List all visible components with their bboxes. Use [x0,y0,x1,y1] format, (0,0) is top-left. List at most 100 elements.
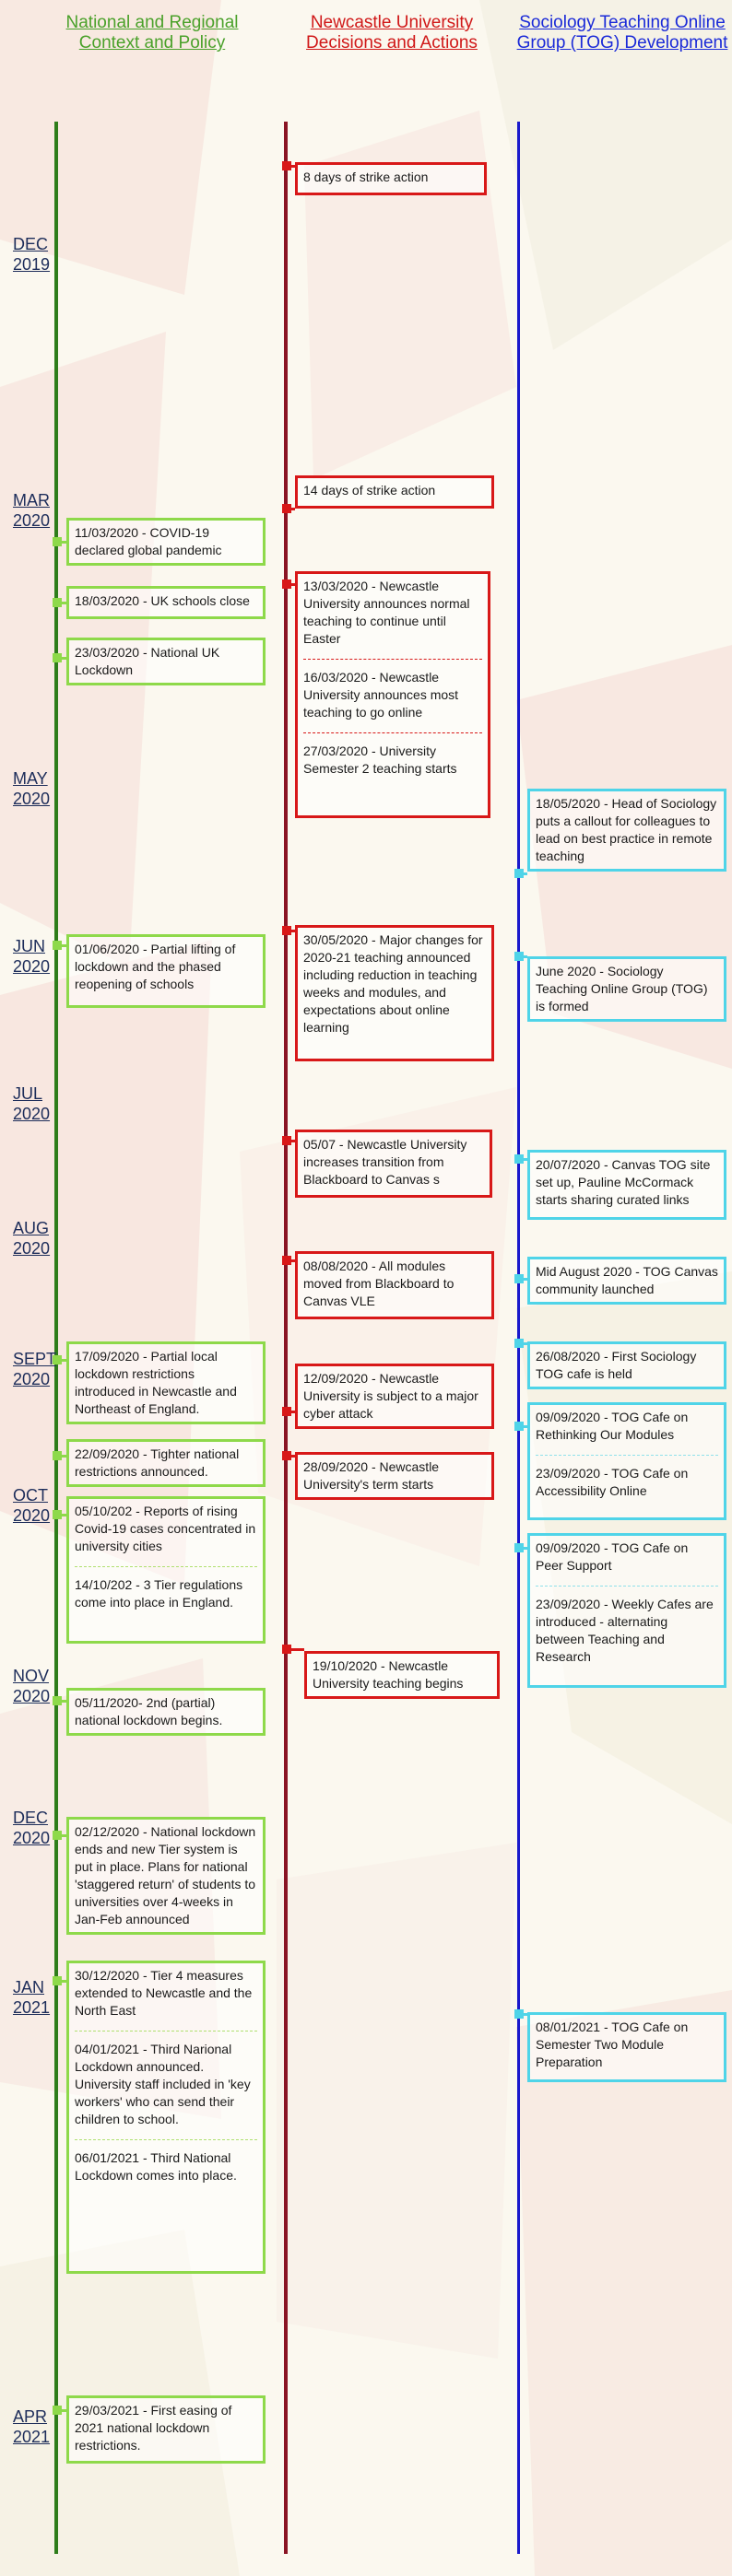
national-marker [53,2406,62,2415]
national-event-box: 18/03/2020 - UK schools close [66,586,266,619]
tog-marker [514,1422,524,1431]
event-divider [303,659,482,660]
tog-event-box: 08/01/2021 - TOG Cafe on Semester Two Mo… [527,2012,726,2082]
tog-event-text: 26/08/2020 - First Sociology TOG cafe is… [536,1349,697,1381]
newcastle-marker [282,1407,291,1416]
national-event-box: 17/09/2020 - Partial local lockdown rest… [66,1341,266,1424]
month-name: JAN [13,1978,45,1996]
month-name: OCT [13,1486,48,1505]
month-year: 2020 [13,957,51,976]
event-divider [75,2031,257,2032]
tog-marker [514,869,524,878]
month-name: DEC [13,1809,49,1827]
tog-event-box: 18/05/2020 - Head of Sociology puts a ca… [527,789,726,872]
tog-marker [514,1154,524,1164]
national-timeline-line [54,122,58,2554]
national-marker [53,1510,62,1519]
newcastle-event-box: 13/03/2020 - Newcastle University announ… [295,571,490,818]
newcastle-marker [282,1645,291,1654]
tog-event-box: Mid August 2020 - TOG Canvas community l… [527,1257,726,1305]
newcastle-event-text: 27/03/2020 - University Semester 2 teach… [303,744,457,776]
national-event-text: 05/10/202 - Reports of rising Covid-19 c… [75,1504,256,1553]
newcastle-marker [282,504,291,513]
newcastle-event-text: 13/03/2020 - Newcastle University announ… [303,579,470,646]
national-event-text: 11/03/2020 - COVID-19 declared global pa… [75,525,222,557]
national-event-text: 04/01/2021 - Third Narional Lockdown ann… [75,2042,251,2126]
tog-marker [514,952,524,961]
month-name: AUG [13,1219,50,1237]
tog-event-box: June 2020 - Sociology Teaching Online Gr… [527,956,726,1022]
tog-event-box: 20/07/2020 - Canvas TOG site set up, Pau… [527,1150,726,1220]
national-event-box: 05/11/2020- 2nd (partial) national lockd… [66,1688,266,1736]
month-year: 2021 [13,1998,51,2017]
national-event-text: 23/03/2020 - National UK Lockdown [75,645,220,677]
tog-marker [514,1543,524,1552]
national-event-box: 23/03/2020 - National UK Lockdown [66,638,266,685]
event-divider [75,2139,257,2140]
month-year: 2020 [13,1829,51,1847]
month-label: JAN 2021 [13,1977,50,2018]
newcastle-column-title: Newcastle University Decisions and Actio… [306,13,478,53]
newcastle-event-box: 05/07 - Newcastle University increases t… [295,1130,492,1198]
national-event-box: 05/10/202 - Reports of rising Covid-19 c… [66,1496,266,1644]
tog-event-text: 23/09/2020 - Weekly Cafes are introduced… [536,1597,714,1664]
newcastle-marker [282,1256,291,1265]
national-event-box: 11/03/2020 - COVID-19 declared global pa… [66,518,266,566]
national-marker [53,1976,62,1985]
tog-event-text: 23/09/2020 - TOG Cafe on Accessibility O… [536,1466,689,1498]
month-year: 2020 [13,511,51,530]
national-marker [53,1696,62,1705]
national-marker [53,1355,62,1364]
national-event-text: 14/10/202 - 3 Tier regulations come into… [75,1577,243,1610]
national-event-text: 01/06/2020 - Partial lifting of lockdown… [75,942,236,991]
newcastle-event-text: 05/07 - Newcastle University increases t… [303,1137,467,1187]
newcastle-timeline-line [284,122,288,2554]
national-event-text: 06/01/2021 - Third National Lockdown com… [75,2150,237,2183]
month-name: APR [13,2407,48,2426]
national-marker [53,598,62,607]
national-marker [53,653,62,662]
newcastle-event-text: 12/09/2020 - Newcastle University is sub… [303,1371,478,1421]
month-name: SEPT [13,1350,57,1368]
national-marker [53,941,62,950]
month-label: DEC 2020 [13,1808,50,1848]
tog-marker [514,1274,524,1283]
national-marker [53,537,62,546]
event-divider [536,1455,718,1456]
newcastle-event-text: 14 days of strike action [303,483,436,498]
newcastle-event-text: 19/10/2020 - Newcastle University teachi… [313,1658,464,1691]
month-year: 2020 [13,1687,51,1705]
event-divider [303,732,482,733]
tog-marker [514,1339,524,1348]
national-event-box: 01/06/2020 - Partial lifting of lockdown… [66,934,266,1008]
newcastle-marker [282,161,291,170]
month-year: 2020 [13,1105,51,1123]
national-event-text: 18/03/2020 - UK schools close [75,593,250,608]
newcastle-event-box: 30/05/2020 - Major changes for 2020-21 t… [295,925,494,1061]
newcastle-event-box: 14 days of strike action [295,475,494,509]
tog-event-text: 18/05/2020 - Head of Sociology puts a ca… [536,796,717,863]
national-event-text: 02/12/2020 - National lockdown ends and … [75,1824,256,1926]
month-name: JUL [13,1084,43,1103]
month-name: NOV [13,1667,50,1685]
newcastle-marker [282,1451,291,1460]
newcastle-event-text: 8 days of strike action [303,170,429,184]
tog-event-text: 20/07/2020 - Canvas TOG site set up, Pau… [536,1157,711,1207]
newcastle-connector [286,1648,304,1651]
national-event-box: 30/12/2020 - Tier 4 measures extended to… [66,1961,266,2274]
national-event-text: 05/11/2020- 2nd (partial) national lockd… [75,1695,223,1727]
national-event-box: 29/03/2021 - First easing of 2021 nation… [66,2395,266,2464]
newcastle-event-box: 19/10/2020 - Newcastle University teachi… [304,1651,500,1699]
national-event-text: 22/09/2020 - Tighter national restrictio… [75,1446,240,1479]
national-column-title: National and Regional Context and Policy [65,13,239,53]
month-year: 2020 [13,1506,51,1525]
tog-event-text: Mid August 2020 - TOG Canvas community l… [536,1264,718,1296]
month-name: MAY [13,769,48,788]
month-label: JUL 2020 [13,1083,50,1124]
